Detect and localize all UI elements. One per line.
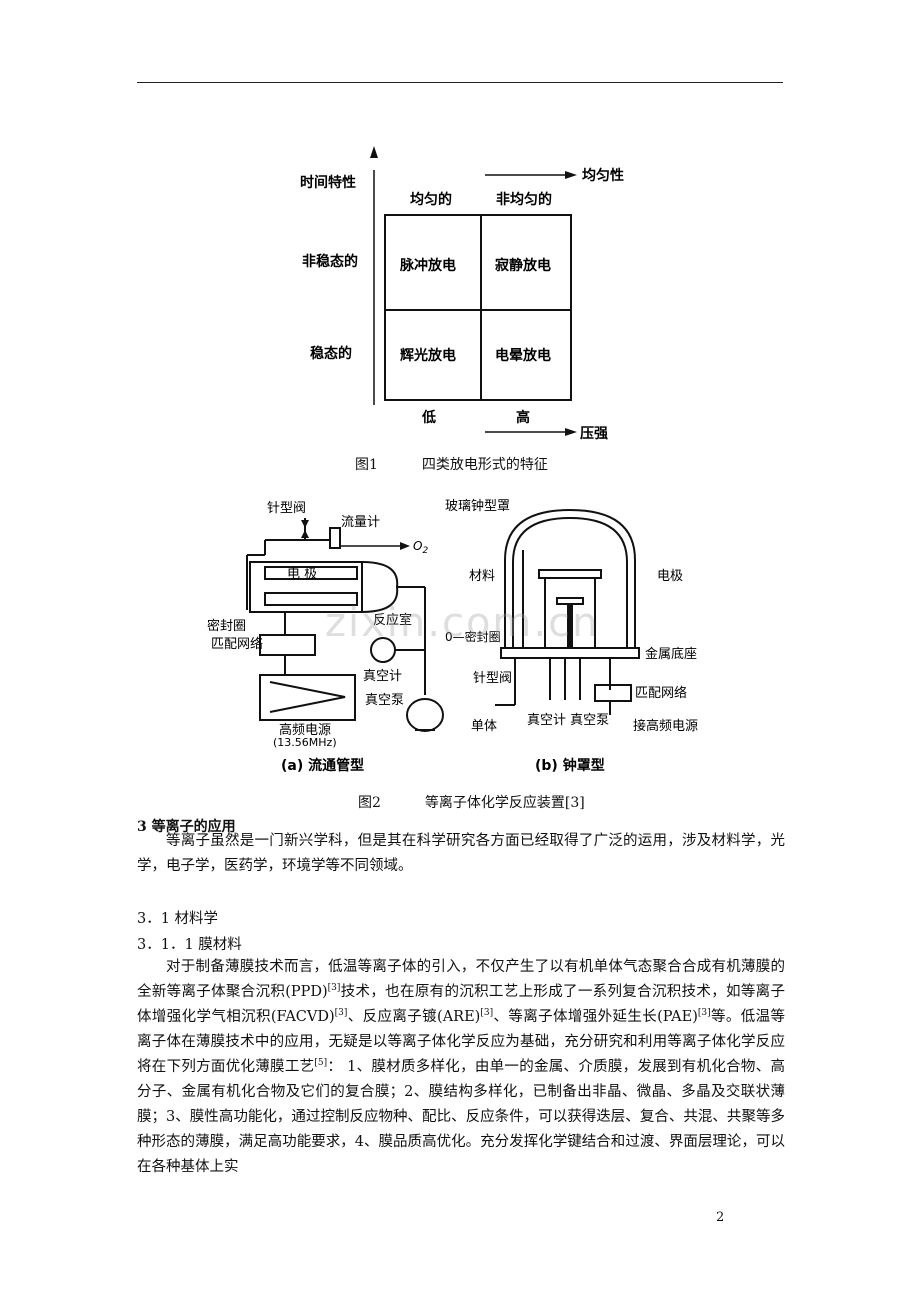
citation: [3]	[697, 1008, 711, 1018]
caption-number: 图1	[355, 457, 378, 473]
fig1-row-header: 稳态的	[310, 345, 352, 362]
header-rule	[137, 82, 783, 83]
fig1-col-header: 非均匀的	[496, 191, 552, 208]
fig2b-material: 材料	[469, 569, 495, 584]
subsection-heading: 3．1 材料学	[137, 911, 219, 927]
page-number: 2	[716, 1210, 725, 1225]
figure-1-caption: 图1 四类放电形式的特征	[355, 454, 548, 474]
fig1-pressure-label: 高	[516, 409, 530, 426]
fig1-row-header: 非稳态的	[302, 253, 358, 270]
fig2a-vacuum-gauge: 真空计	[363, 669, 402, 684]
fig2b-matching: 匹配网络	[635, 685, 687, 701]
citation: [3]	[480, 1008, 494, 1018]
fig2b-electrode: 电极	[657, 569, 683, 584]
section-intro: 等离子虽然是一门新兴学科，但是其在科学研究各方面已经取得了广泛的运用，涉及材料学…	[137, 833, 785, 874]
fig2a-o2: O2	[413, 539, 428, 556]
figure-2-reactor-diagram: 针型阀 流量计 O2 电 极 反应室 密封圈 匹配网络 真空计 真空泵 高频电源…	[207, 498, 698, 774]
fig2b-monomer: 单体	[471, 719, 497, 734]
fig2a-reactor: 反应室	[373, 612, 412, 628]
caption-text: 等离子体化学反应装置[3]	[424, 795, 585, 811]
fig2a-vacuum-pump: 真空泵	[365, 693, 404, 708]
fig1-cell: 脉冲放电	[399, 257, 456, 274]
fig2b-seal: 0—密封圈	[445, 629, 501, 644]
citation: [5]	[314, 1058, 328, 1068]
fig1-cell: 寂静放电	[495, 257, 551, 274]
fig2a-rf-source: 高频电源	[279, 722, 331, 738]
fig1-cell: 辉光放电	[400, 347, 456, 364]
fig2b-label: (b) 钟罩型	[535, 757, 605, 774]
fig2a-flowmeter: 流量计	[341, 515, 380, 530]
fig1-pressure-axis: 压强	[580, 426, 608, 442]
fig2a-electrode: 电 极	[287, 567, 317, 582]
fig2b-bell-jar: 玻璃钟型罩	[445, 498, 510, 514]
figure-2-caption: 图2 等离子体化学反应装置[3]	[358, 792, 585, 812]
figure-1-discharge-diagram: 时间特性 均匀性 均匀的 非均匀的 非稳态的 稳态的 脉冲放电 寂静放电 辉光放…	[300, 146, 624, 442]
section-title: 3 等离子的应用	[137, 819, 236, 835]
citation: [3]	[327, 983, 341, 993]
fig2b-rf-source: 接高频电源	[633, 718, 698, 734]
fig2b-needle-valve: 针型阀	[473, 671, 512, 686]
caption-number: 图2	[358, 795, 381, 811]
watermark: zixin.com.cn	[325, 600, 600, 646]
fig1-cell: 电晕放电	[495, 347, 551, 364]
fig1-col-header: 均匀的	[410, 191, 452, 208]
subsubsection-heading: 3．1．1 膜材料	[137, 937, 242, 953]
fig2a-matching: 匹配网络	[211, 636, 263, 652]
body-paragraph: 对于制备薄膜技术而言，低温等离子体的引入，不仅产生了以有机单体气态聚合合成有机薄…	[137, 959, 786, 1175]
fig1-axis-horizontal: 均匀性	[582, 167, 624, 184]
fig1-pressure-label: 低	[421, 409, 436, 426]
fig2a-label: (a) 流通管型	[281, 757, 364, 774]
fig2a-rf-freq: (13.56MHz)	[273, 736, 337, 749]
fig2b-metal-base: 金属底座	[645, 646, 697, 662]
citation: [3]	[334, 1008, 348, 1018]
fig1-axis-vertical: 时间特性	[300, 174, 356, 191]
fig2a-needle-valve: 针型阀	[267, 501, 306, 516]
fig2a-seal: 密封圈	[207, 618, 246, 634]
caption-text: 四类放电形式的特征	[421, 457, 548, 473]
fig2b-gauge-pump: 真空计 真空泵	[527, 713, 609, 728]
